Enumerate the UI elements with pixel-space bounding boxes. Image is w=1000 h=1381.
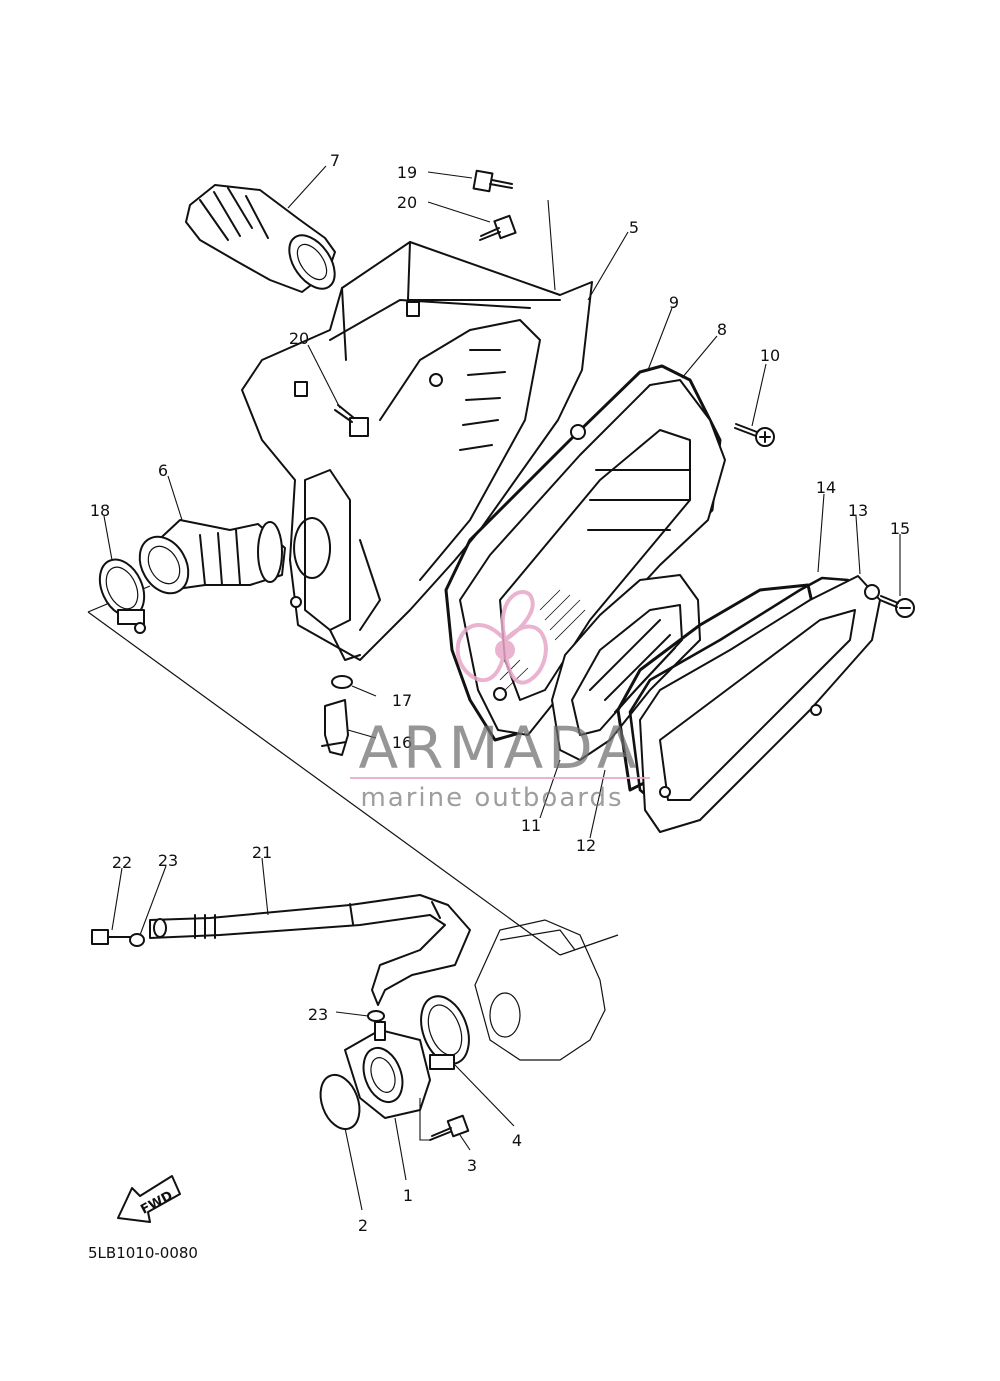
callout-c6: 6 [158,461,168,480]
callout-c20b: 20 [289,329,309,348]
callout-c13: 13 [848,501,868,520]
intake-joint-part-6 [138,519,286,595]
screw-part-15 [879,595,915,618]
callout-c16: 16 [392,733,412,752]
callout-c18: 18 [90,501,110,520]
clip-part-17 [331,675,353,689]
forward-direction-arrow: FWD [117,1175,181,1223]
callout-c17: 17 [392,691,412,710]
bolt-part-20-lower [334,404,369,437]
bolt-part-20-upper [479,214,517,241]
assembly-baseline-right [559,934,619,956]
clip-part-23-left [129,933,145,947]
screw-part-3 [429,1114,470,1141]
callout-c11: 11 [521,816,541,835]
watermark: ARMADA marine outboards [350,590,650,813]
callout-c8: 8 [717,320,727,339]
part-code-label: 5LB1010-0080 [88,1244,198,1262]
assembly-baseline-left [87,611,561,956]
carburetor-reference [474,919,606,1061]
clip-part-23-lower [367,1010,385,1022]
air-filter-case-part-5 [241,241,593,661]
drain-plug-part-16 [321,699,349,756]
screw-part-10 [734,423,775,447]
leader-lines [103,165,901,1211]
callout-c22: 22 [112,853,132,872]
hose-clamp-part-18 [98,558,146,634]
callout-c15: 15 [890,519,910,538]
callout-c21: 21 [252,843,272,862]
watermark-tagline: marine outboards [360,783,623,813]
callout-c5: 5 [629,218,639,237]
callout-c14: 14 [816,478,836,497]
callout-c9: 9 [669,293,679,312]
o-ring-part-2 [319,1073,361,1131]
bolt-part-19 [472,169,513,193]
callout-c4: 4 [512,1131,522,1150]
watermark-logo-icon [455,590,548,685]
callout-c19: 19 [397,163,417,182]
callout-c12: 12 [576,836,596,855]
clamp-part-4 [420,995,470,1070]
callout-c23b: 23 [308,1005,328,1024]
callout-c1: 1 [403,1186,413,1205]
callout-c20a: 20 [397,193,417,212]
intake-duct-part-7 [185,184,336,293]
callout-c2: 2 [358,1216,368,1235]
callout-c3: 3 [467,1156,477,1175]
callout-c10: 10 [760,346,780,365]
watermark-brand: ARMADA [358,714,641,782]
outer-cover-part-13 [639,575,881,833]
bolt-part-22 [91,929,131,945]
filter-housing-part-8 [459,379,726,736]
callout-c7: 7 [330,151,340,170]
breather-hose-part-21 [149,894,471,1006]
intake-manifold-part-1 [344,1021,431,1119]
callout-c23a: 23 [158,851,178,870]
